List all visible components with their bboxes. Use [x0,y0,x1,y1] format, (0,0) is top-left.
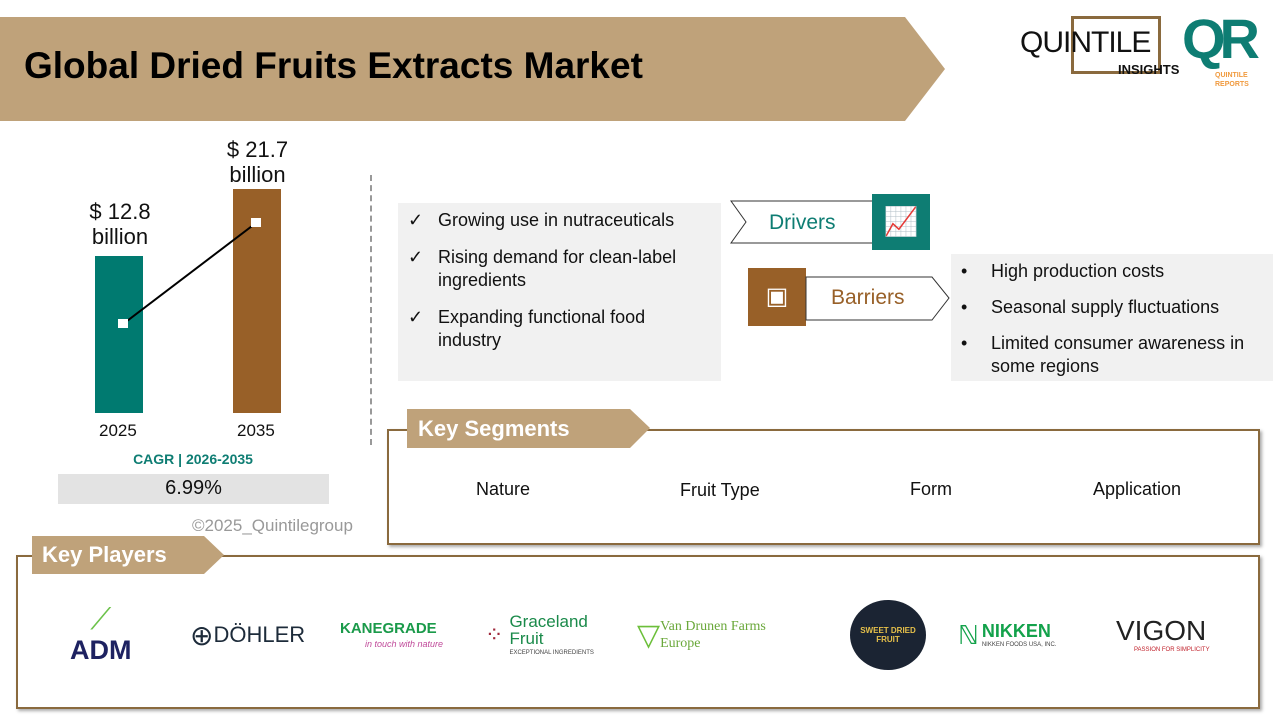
segments-title: Key Segments [407,409,650,448]
qr-logo-sub: QUINTILE REPORTS [1215,72,1249,88]
cagr-label: CAGR | 2026-2035 [133,451,253,467]
driver-item: ✓Rising demand for clean-label ingredien… [408,247,677,290]
drivers-label: Drivers [769,211,836,234]
barriers-tag-shape [805,276,950,321]
players-panel [16,555,1260,709]
copyright: ©2025_Quintilegroup [192,516,353,535]
title-banner [0,17,945,121]
logo-dohler: ⊕DÖHLER [190,619,306,651]
logo-van-drunen: ▽Van Drunen Farms Europe [637,618,766,652]
logo-adm: ⟋ADM [70,603,132,666]
barrier-item: •High production costs [961,261,1165,281]
segment-nature: Nature [476,479,531,499]
brand-logo: QUINTILE [1020,26,1151,59]
chart-growth-icon: 📈 [872,194,930,250]
drivers-tag-shape [730,200,875,244]
divider [370,175,372,445]
barriers-list: •High production costs •Seasonal supply … [951,254,1273,381]
marker-2035 [251,218,261,227]
bar-2025 [95,256,143,413]
driver-item: ✓Expanding functional food industry [408,307,646,350]
marker-2025 [118,319,128,328]
qr-logo: QR [1182,7,1260,70]
growth-line [118,218,261,328]
barriers-label: Barriers [831,286,905,309]
driver-item: ✓Growing use in nutraceuticals [408,210,675,230]
year-2025: 2025 [99,421,137,440]
barrier-item: •Seasonal supply fluctuations [961,297,1220,317]
page-title: Global Dried Fruits Extracts Market [24,45,643,86]
brand-logo-sub: INSIGHTS [1118,62,1180,77]
strategy-board-icon: ▣ [748,268,806,326]
cagr-value: 6.99% [58,474,329,504]
segment-form: Form [910,479,952,499]
brand-logo-frame [1071,16,1161,74]
drivers-list: ✓Growing use in nutraceuticals ✓Rising d… [398,203,721,381]
barrier-item: •Limited consumer awareness in some regi… [961,333,1245,376]
segment-application: Application [1093,479,1182,499]
logo-sweet-dried-fruit: SWEET DRIED FRUIT [850,600,926,670]
segment-fruit-type: Fruit Type [680,480,760,500]
year-2035: 2035 [237,421,275,440]
segments-panel [387,429,1260,545]
players-title: Key Players [32,536,224,574]
